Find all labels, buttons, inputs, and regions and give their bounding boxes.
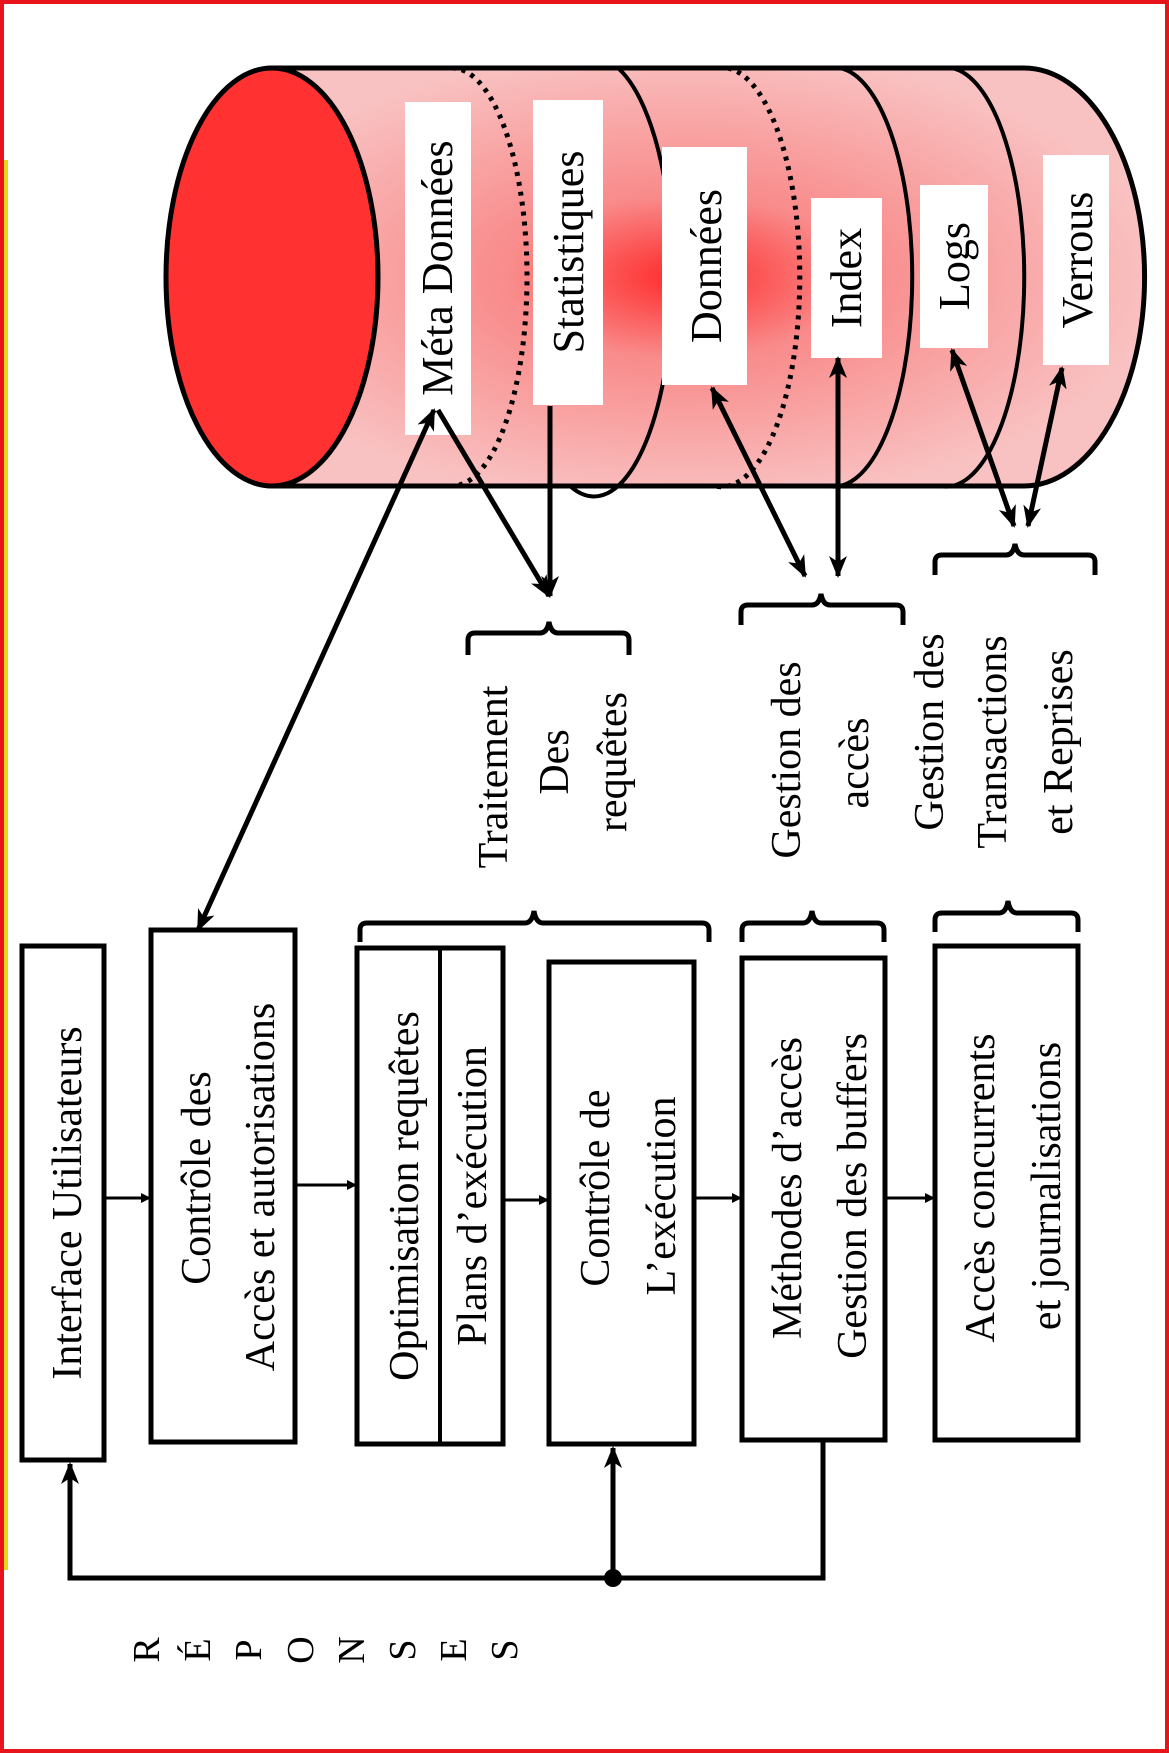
box-methodes-frame — [739, 955, 888, 1443]
box-controle-execution-frame — [546, 959, 697, 1447]
box-methodes-line-2: Gestion des buffers — [830, 1033, 876, 1359]
label-box-stats — [533, 100, 603, 405]
arrow-meta-to-controle — [195, 408, 437, 932]
divider-index-logs — [827, 66, 915, 489]
section-label-index: Index — [822, 228, 871, 328]
brace-transactions — [932, 543, 1098, 575]
arrow-verrous-transactions — [1023, 366, 1067, 528]
cylinder-arrows — [195, 348, 1067, 932]
group-label-traitement: Traitement Des requêtes — [471, 685, 636, 868]
flow-arrows — [104, 1180, 935, 1205]
arrow-logs-transactions — [949, 348, 1017, 528]
brace-concurrents — [932, 900, 1081, 932]
reponses-letter-4: O — [280, 1636, 322, 1663]
group-traitement-line-3: requêtes — [590, 692, 636, 832]
box-controle-execution: Contrôle de L’exécution — [546, 959, 697, 1447]
brace-traitement — [465, 621, 632, 655]
label-box-verrous — [1043, 155, 1109, 365]
database-cylinder: Méta Données Statistiques Données Index … — [163, 65, 1148, 499]
response-line — [67, 1440, 826, 1581]
reponses-letter-5: N — [331, 1636, 373, 1663]
box-interface-label: Interface Utilisateurs — [45, 1026, 91, 1379]
section-label-logs: Logs — [930, 222, 979, 310]
box-interface-utilisateurs: Interface Utilisateurs — [19, 943, 107, 1463]
box-controle-execution-line-2: L’exécution — [639, 1096, 685, 1295]
box-optimisation-frame — [354, 945, 506, 1447]
brace-methodes — [739, 910, 887, 942]
label-box-logs — [920, 185, 988, 348]
box-acces-concurrents: Accès concurrents et journalisations — [932, 943, 1081, 1443]
response-junction-dot — [604, 1569, 622, 1587]
section-label-donnees: Données — [682, 189, 731, 343]
reponses-label: R É P O N S E S — [126, 1636, 526, 1663]
section-label-statistiques: Statistiques — [544, 151, 593, 354]
box-controle-acces-line-2: Accès et autorisations — [238, 1003, 284, 1372]
reponses-letter-2: É — [177, 1638, 219, 1661]
box-concurrents-line-2: et journalisations — [1024, 1042, 1070, 1330]
group-transactions-line-2: Transactions — [970, 635, 1016, 848]
box-concurrents-frame — [932, 943, 1081, 1443]
arrow-donnees-acces — [709, 386, 808, 578]
group-transactions-line-1: Gestion des — [907, 633, 953, 830]
section-label-verrous: Verrous — [1053, 192, 1102, 329]
reponses-letter-8: S — [484, 1639, 526, 1660]
reponses-letter-7: E — [433, 1638, 475, 1661]
section-label-meta-donnees: Méta Données — [413, 140, 462, 395]
reponses-letter-1: R — [126, 1637, 168, 1663]
reponses-letter-3: P — [228, 1639, 270, 1660]
arrow-meta-to-traitement — [435, 408, 552, 598]
label-box-donnees — [662, 147, 747, 385]
box-plans-label: Plans d’exécution — [450, 1046, 496, 1346]
label-box-index — [811, 198, 882, 358]
box-methodes-line-1: Méthodes d’accès — [765, 1037, 811, 1339]
box-optimisation: Optimisation requêtes Plans d’exécution — [354, 945, 506, 1447]
box-controle-acces-line-1: Contrôle des — [174, 1071, 220, 1284]
group-traitement-line-1: Traitement — [471, 685, 517, 868]
group-acces-line-1: Gestion des — [764, 661, 810, 858]
box-concurrents-line-1: Accès concurrents — [958, 1033, 1004, 1342]
group-traitement-line-2: Des — [532, 729, 578, 794]
group-acces-line-2: accès — [832, 718, 878, 809]
response-loop — [61, 1440, 826, 1587]
group-label-transactions: Gestion des Transactions et Reprises — [907, 633, 1082, 848]
reponses-letter-6: S — [382, 1639, 424, 1660]
label-box-meta — [405, 102, 471, 435]
group-transactions-line-3: et Reprises — [1036, 649, 1082, 834]
box-controle-execution-line-1: Contrôle de — [573, 1089, 619, 1286]
box-controle-acces: Contrôle des Accès et autorisations — [148, 927, 298, 1445]
box-interface-frame — [19, 943, 107, 1463]
box-methodes-acces: Méthodes d’accès Gestion des buffers — [739, 955, 888, 1443]
group-label-gestion-acces: Gestion des accès — [764, 661, 878, 858]
brace-gestion-acces — [738, 593, 906, 625]
cylinder-face — [163, 65, 381, 489]
box-optimisation-label: Optimisation requêtes — [382, 1011, 428, 1381]
